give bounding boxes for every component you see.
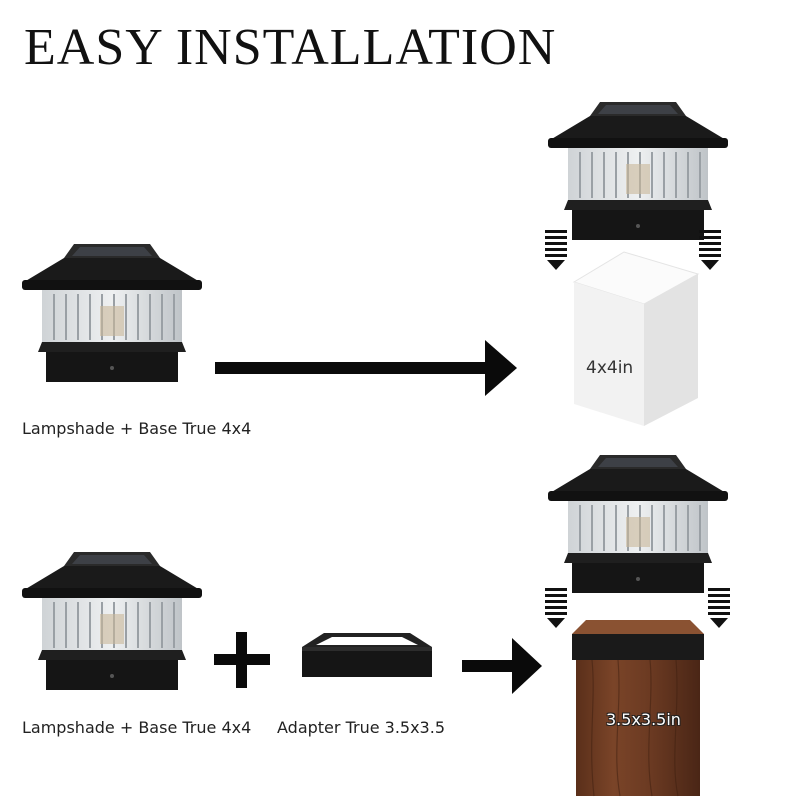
solar-post-light-icon [21,551,203,691]
down-chevrons-icon [699,230,721,270]
arrow-right-icon [215,340,517,396]
lampshade-base-caption: Lampshade + Base True 4x4 [22,718,252,737]
down-chevrons-icon [708,588,730,628]
adapter-ring-icon [302,633,432,677]
wood-post-icon [572,620,704,797]
solar-post-light-icon [21,243,203,383]
solar-post-light-icon [547,454,729,594]
down-chevrons-icon [545,230,567,270]
adapter-caption: Adapter True 3.5x3.5 [277,718,445,737]
down-chevrons-icon [545,588,567,628]
solar-post-light-icon [547,101,729,241]
page-title: EASY INSTALLATION [24,19,557,76]
arrow-right-icon [462,638,542,694]
lampshade-base-caption: Lampshade + Base True 4x4 [22,419,252,438]
white-post-icon [572,251,700,426]
post-size-label: 4x4in [586,358,634,378]
plus-icon [214,632,270,688]
post-size-label: 3.5x3.5in [606,710,681,729]
